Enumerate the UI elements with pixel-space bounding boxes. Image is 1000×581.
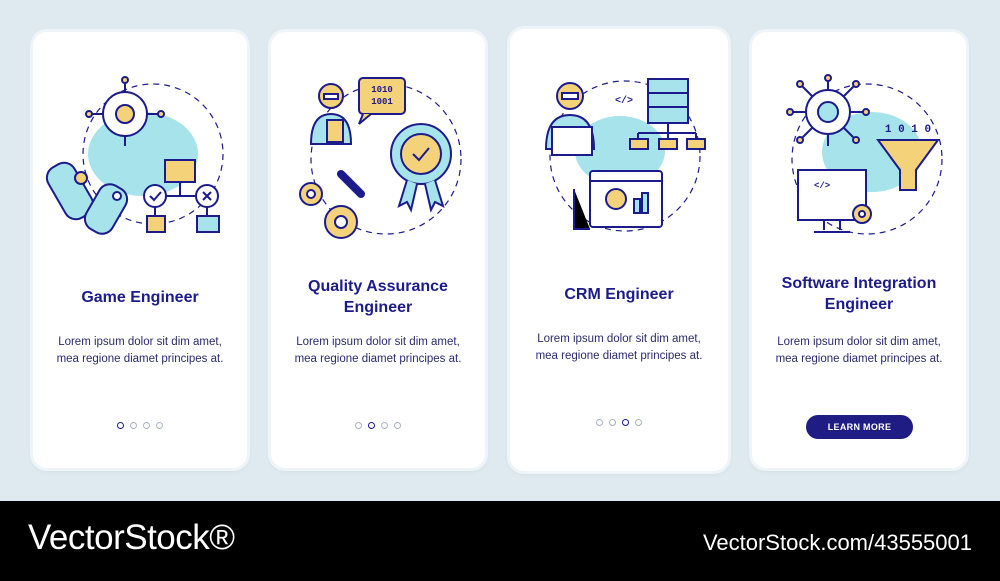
vectorstock-logo: VectorStock® [28, 518, 235, 557]
software-integration-illustration: 1 0 1 0 </> [786, 74, 943, 235]
card-description: Lorem ipsum dolor sit dim amet, mea regi… [535, 333, 703, 362]
card-title: Game Engineer [81, 288, 199, 306]
pagination-dots [33, 422, 247, 429]
game-engineer-illustration [45, 76, 224, 235]
onboarding-card-software-integration: 1 0 1 0 </> Software Integration Enginee… [752, 32, 966, 468]
card-title: CRM Engineer [564, 285, 674, 303]
onboarding-card-crm-engineer: </> CRM Engineer Lorem ipsum dolor sit d… [510, 29, 728, 471]
pagination-dots [271, 422, 485, 429]
page-dot-1[interactable] [117, 422, 124, 429]
card-description: Lorem ipsum dolor sit dim amet, mea regi… [56, 336, 224, 365]
card-title: Software Integration Engineer [781, 275, 937, 313]
page-dot-3[interactable] [143, 422, 150, 429]
svg-text:</>: </> [814, 181, 830, 191]
onboarding-screens-stage: Game Engineer Lorem ipsum dolor sit dim … [33, 29, 966, 471]
card-title: Quality Assurance Engineer [308, 278, 448, 316]
watermark-footer [0, 501, 1000, 581]
page-dot-2[interactable] [130, 422, 137, 429]
onboarding-card-game-engineer: Game Engineer Lorem ipsum dolor sit dim … [33, 32, 247, 468]
page-dot-1[interactable] [596, 419, 603, 426]
svg-text:1010: 1010 [371, 85, 393, 95]
svg-text:1 0 1 0: 1 0 1 0 [885, 124, 931, 136]
page-dot-4[interactable] [156, 422, 163, 429]
page-dot-3[interactable] [381, 422, 388, 429]
page-dot-4[interactable] [394, 422, 401, 429]
quality-assurance-illustration: 1010 1001 [299, 77, 462, 239]
page-dot-4[interactable] [635, 419, 642, 426]
page-dot-2[interactable] [609, 419, 616, 426]
card-description: Lorem ipsum dolor sit dim amet, mea regi… [775, 336, 943, 365]
page-dot-2[interactable] [368, 422, 375, 429]
card-description: Lorem ipsum dolor sit dim amet, mea regi… [294, 336, 462, 365]
page-dot-1[interactable] [355, 422, 362, 429]
crm-engineer-illustration: </> [544, 78, 706, 232]
svg-text:1001: 1001 [371, 97, 393, 107]
svg-text:</>: </> [615, 95, 633, 107]
page-dot-3[interactable] [622, 419, 629, 426]
image-id-text: VectorStock.com/43555001 [702, 530, 972, 555]
learn-more-button[interactable]: LEARN MORE [806, 415, 913, 439]
onboarding-card-quality-assurance: 1010 1001 Quality Assurance Engineer Lor… [271, 32, 485, 468]
pagination-dots [510, 419, 728, 426]
